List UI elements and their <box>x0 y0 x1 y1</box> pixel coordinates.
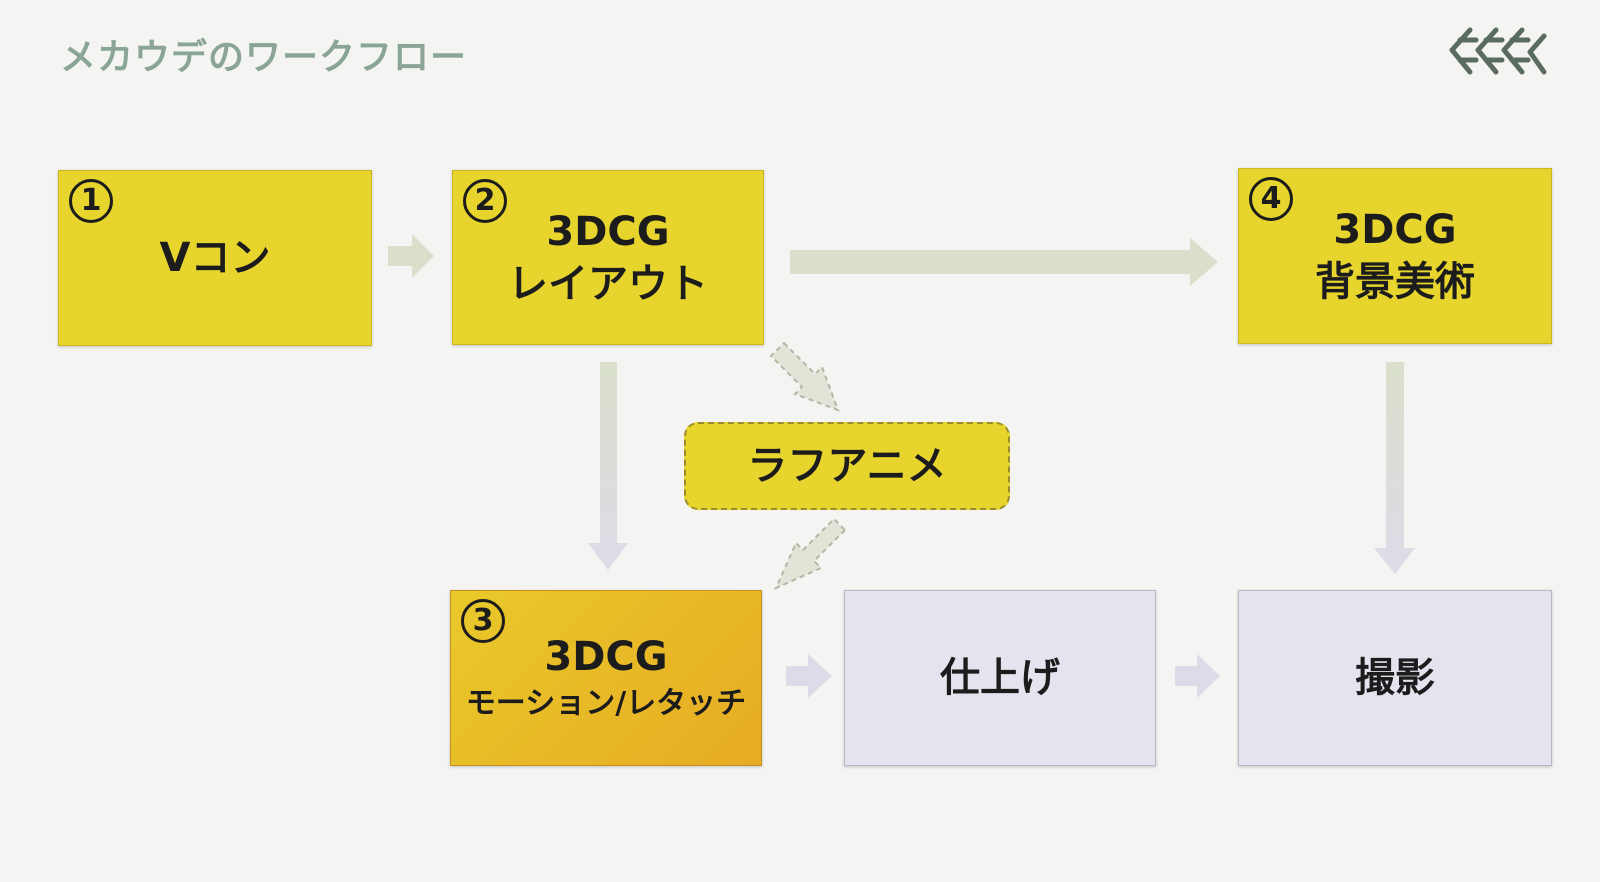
arrow-background-to-photo <box>1374 362 1415 574</box>
dashed-arrow-layout-to-rough <box>769 341 840 412</box>
step-label-line1: 3DCG <box>1333 207 1457 253</box>
step-number-badge: 3 <box>461 599 505 643</box>
page-title: メカウデのワークフロー <box>60 37 468 78</box>
step-label: Vコン <box>159 235 271 281</box>
step-number-badge: 1 <box>69 179 113 223</box>
step-label-line2: レイアウト <box>508 260 708 307</box>
step-finishing: 仕上げ <box>844 590 1156 766</box>
step-label: 撮影 <box>1355 655 1435 701</box>
step-3dcg-layout: 2 3DCG レイアウト <box>452 170 764 345</box>
step-label: ラフアニメ <box>747 443 947 489</box>
dashed-arrow-rough-to-motion <box>774 517 847 590</box>
arrow-layout-to-background <box>790 238 1218 286</box>
step-number-badge: 4 <box>1249 177 1293 221</box>
step-3dcg-background: 4 3DCG 背景美術 <box>1238 168 1552 344</box>
step-vcon: 1 Vコン <box>58 170 372 346</box>
step-label-line2: 背景美術 <box>1315 259 1475 305</box>
step-number-badge: 2 <box>463 179 507 223</box>
step-label-line1: 3DCG <box>546 208 670 255</box>
arrow-finish-to-photo <box>1175 654 1220 698</box>
logo-icon <box>1449 27 1547 75</box>
step-label-line2: モーション/レタッチ <box>465 686 747 721</box>
step-rough-animation: ラフアニメ <box>684 422 1010 510</box>
arrow-motion-to-finish <box>786 654 832 698</box>
arrow-vcon-to-layout <box>388 234 434 278</box>
arrow-layout-to-motion <box>588 362 628 570</box>
step-photography: 撮影 <box>1238 590 1552 766</box>
step-label-line1: 3DCG <box>544 634 668 680</box>
step-label: 仕上げ <box>940 655 1060 701</box>
step-3dcg-motion: 3 3DCG モーション/レタッチ <box>450 590 762 766</box>
